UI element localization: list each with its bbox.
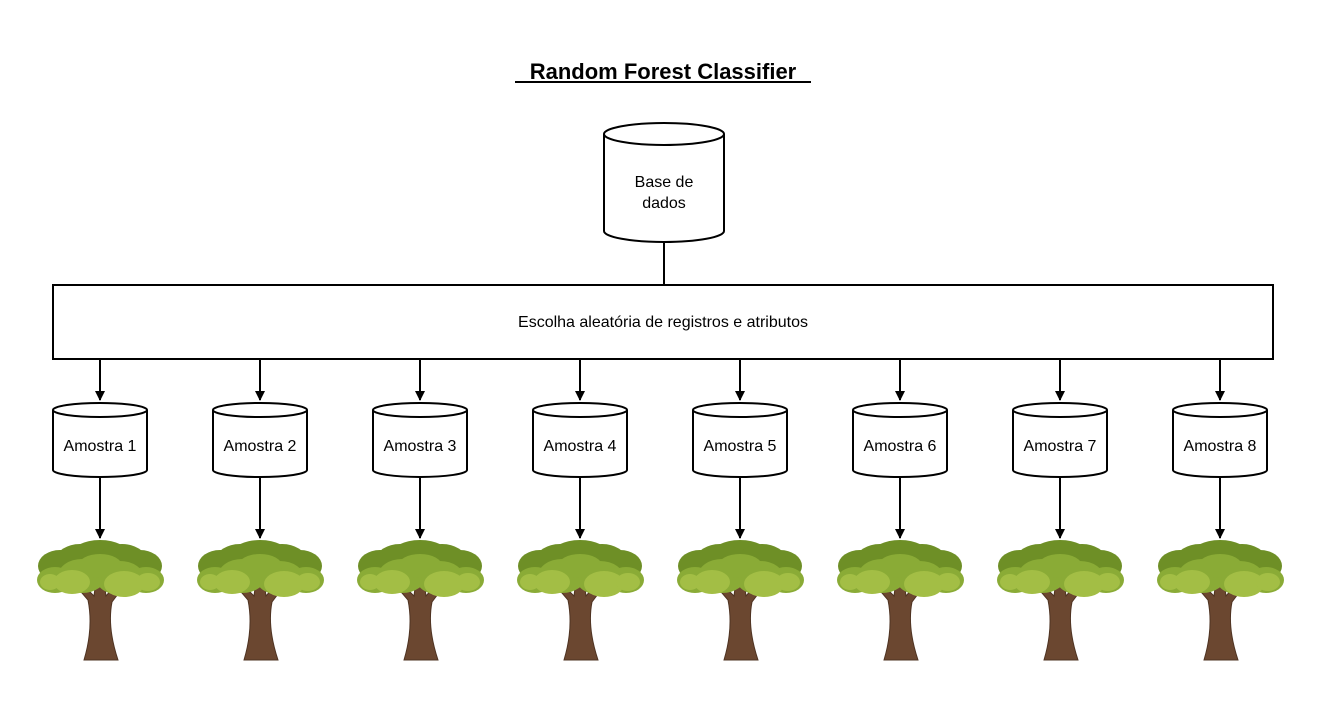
- sample-cylinder: Amostra 6: [852, 402, 948, 478]
- tree-icon: [1157, 540, 1284, 661]
- sample-group: Amostra 3: [357, 360, 484, 661]
- sample-group: Amostra 7: [997, 360, 1124, 661]
- sample-group: Amostra 8: [1157, 360, 1284, 661]
- sample-label: Amostra 7: [1024, 438, 1097, 455]
- sample-label: Amostra 3: [384, 438, 457, 455]
- sample-group: Amostra 5: [677, 360, 804, 661]
- tree-icon: [37, 540, 164, 661]
- sample-cylinder: Amostra 2: [212, 402, 308, 478]
- tree-icon: [517, 540, 644, 661]
- sample-cylinder: Amostra 3: [372, 402, 468, 478]
- sample-label: Amostra 1: [64, 438, 137, 455]
- tree-icon: [357, 540, 484, 661]
- sample-label: Amostra 5: [704, 438, 777, 455]
- sample-label: Amostra 2: [224, 438, 297, 455]
- sample-cylinder: Amostra 4: [532, 402, 628, 478]
- selection-box-label: Escolha aleatória de registros e atribut…: [518, 314, 808, 331]
- sample-label: Amostra 6: [864, 438, 937, 455]
- tree-icon: [837, 540, 964, 661]
- sample-group: Amostra 4: [517, 360, 644, 661]
- sample-label: Amostra 4: [544, 438, 617, 455]
- sample-cylinder: Amostra 1: [52, 402, 148, 478]
- tree-icon: [677, 540, 804, 661]
- sample-label: Amostra 8: [1184, 438, 1257, 455]
- sample-group: Amostra 1: [37, 360, 164, 661]
- tree-icon: [997, 540, 1124, 661]
- database-label-line1: Base de: [635, 174, 694, 191]
- samples-row: Amostra 1 Amostra 2 Amostra 3 Amostra 4 Amos…: [37, 360, 1284, 661]
- sample-cylinder: Amostra 7: [1012, 402, 1108, 478]
- diagram-title: Random Forest Classifier: [530, 59, 797, 84]
- selection-box: Escolha aleatória de registros e atribut…: [52, 284, 1274, 360]
- sample-cylinder: Amostra 8: [1172, 402, 1268, 478]
- sample-group: Amostra 6: [837, 360, 964, 661]
- database-label-line2: dados: [642, 195, 686, 212]
- sample-group: Amostra 2: [197, 360, 324, 661]
- database-cylinder: Base de dados: [603, 122, 725, 243]
- sample-cylinder: Amostra 5: [692, 402, 788, 478]
- tree-icon: [197, 540, 324, 661]
